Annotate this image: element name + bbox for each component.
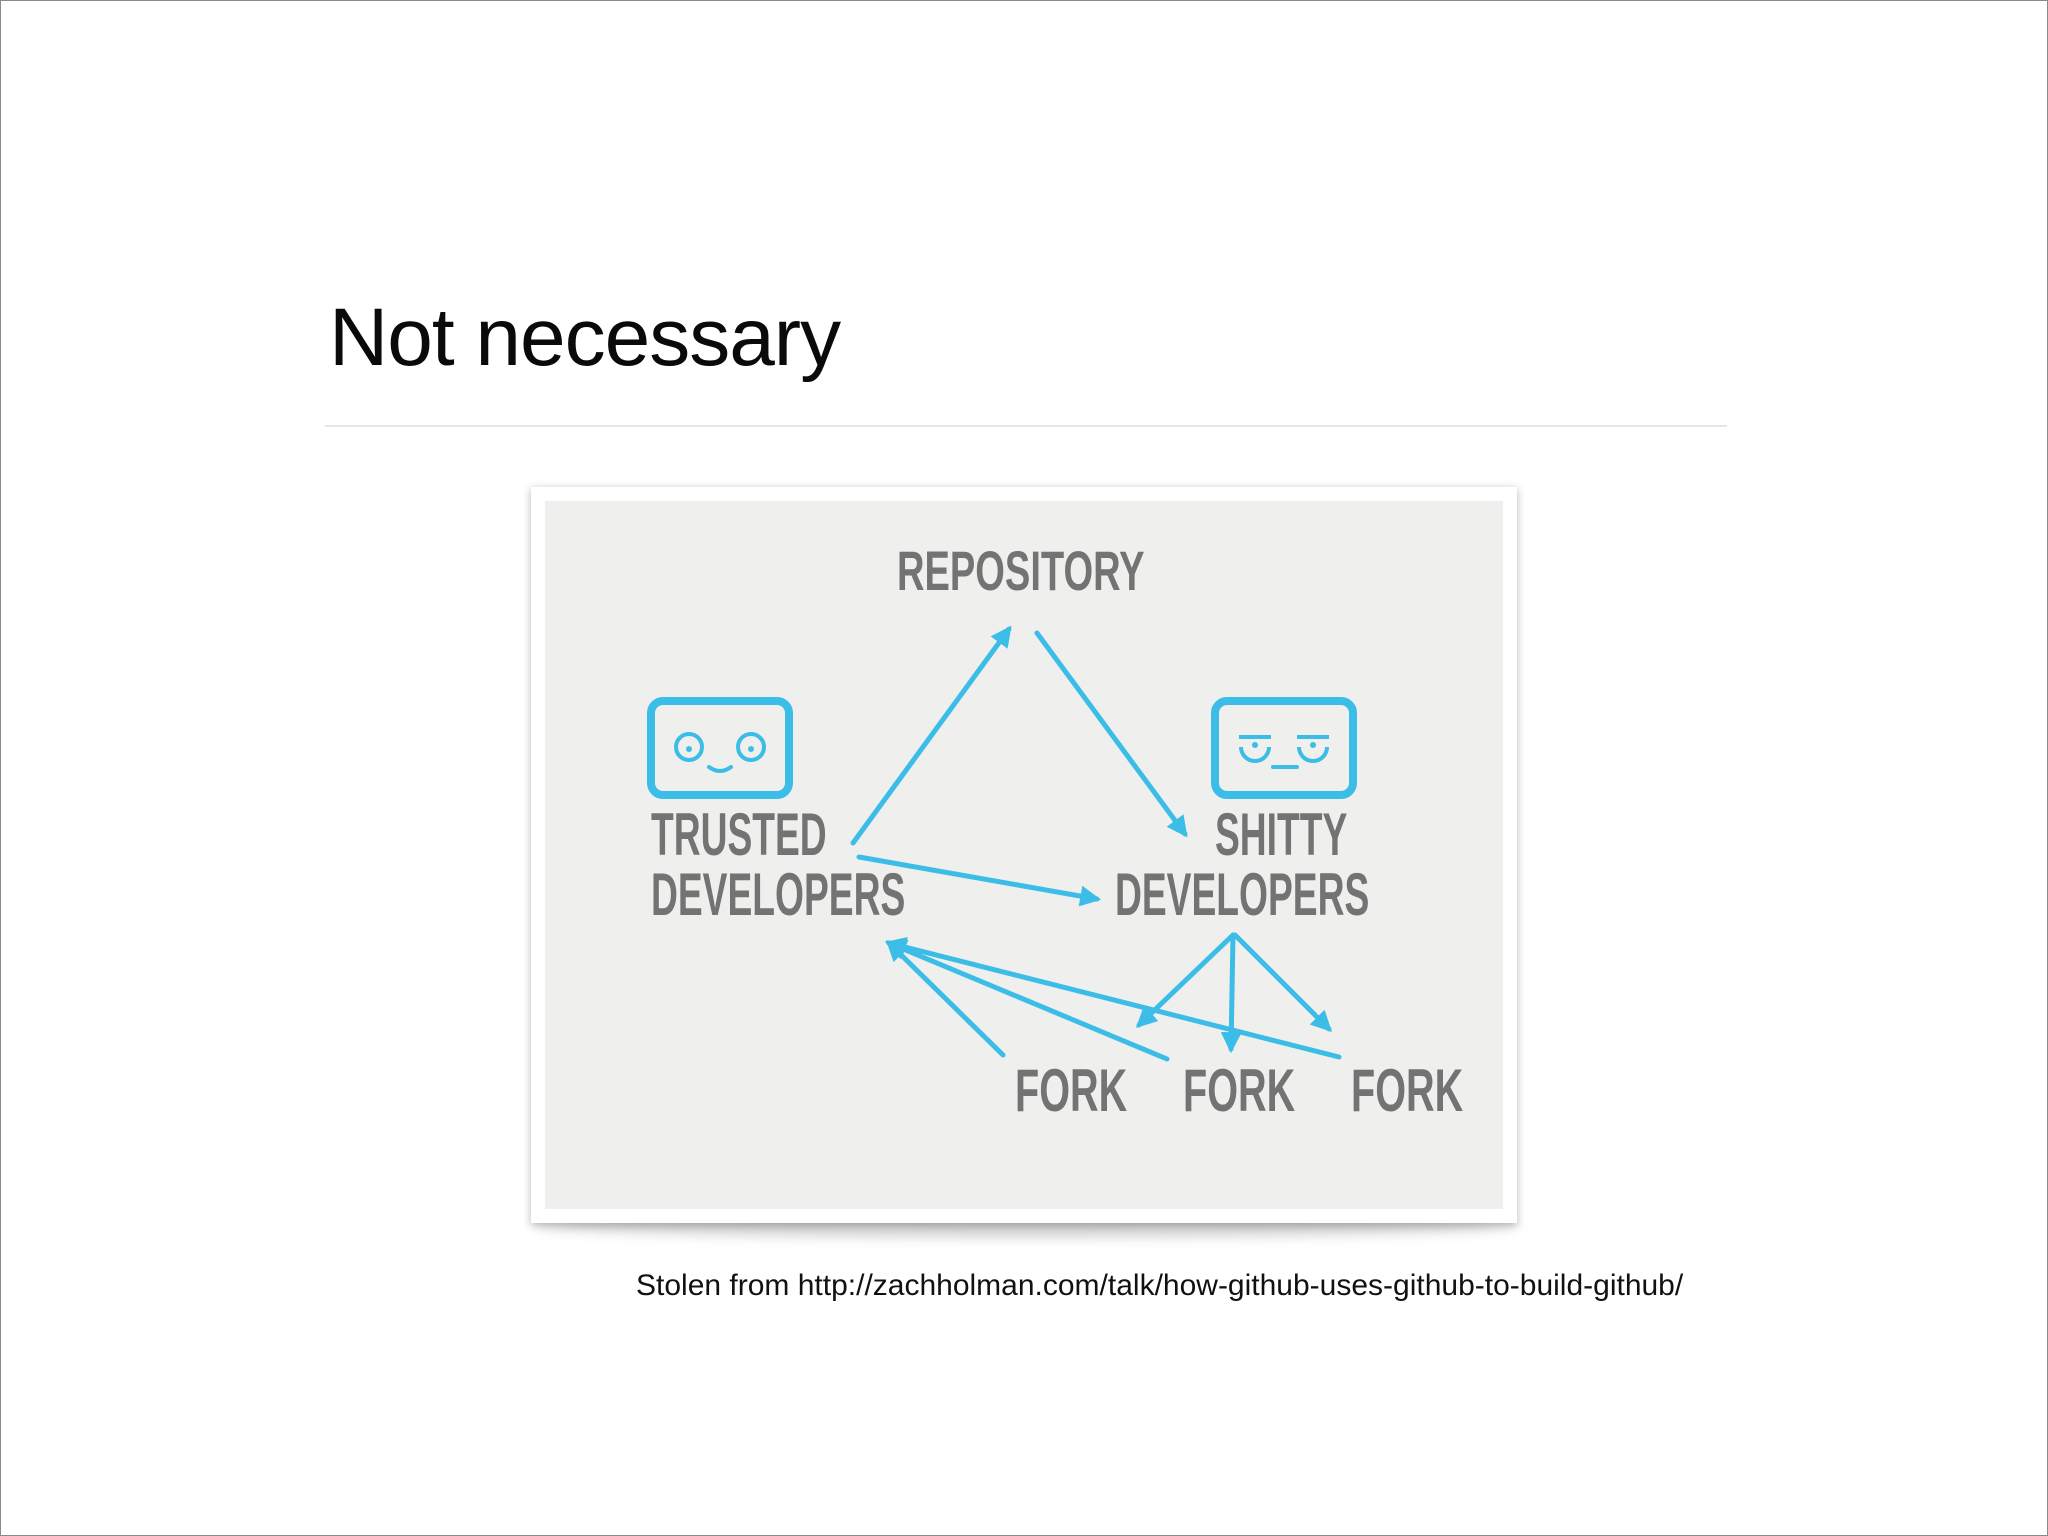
edge-shitty-to-fork-3 xyxy=(1232,932,1332,1032)
title-divider xyxy=(325,425,1727,427)
node-shitty-label-line2: DEVELOPERS xyxy=(1115,861,1370,928)
node-trusted-label-line1: TRUSTED xyxy=(651,801,827,868)
diagram-image: REPOSITORY TRUSTED DEVELOPERS SHITTY DEV… xyxy=(545,501,1503,1209)
diagram-svg xyxy=(647,625,1357,1062)
node-shitty-label-line1: SHITTY xyxy=(1215,801,1348,868)
node-fork-1-label: FORK xyxy=(1015,1057,1128,1124)
edge-fork-3-to-trusted xyxy=(884,936,1342,1060)
edge-fork-2-to-trusted xyxy=(885,939,1170,1062)
node-fork-2-label: FORK xyxy=(1183,1057,1296,1124)
image-credit-caption: Stolen from http://zachholman.com/talk/h… xyxy=(636,1269,1684,1302)
node-repository-label: REPOSITORY xyxy=(897,539,1145,602)
happy-face-icon xyxy=(647,697,793,799)
edge-fork-1-to-trusted xyxy=(886,940,1006,1058)
diagram-photo-frame: REPOSITORY TRUSTED DEVELOPERS SHITTY DEV… xyxy=(531,487,1517,1223)
edge-trusted-to-shitty xyxy=(856,854,1102,907)
edge-trusted-to-repository xyxy=(850,625,1012,846)
edge-repository-to-shitty xyxy=(1034,630,1188,838)
node-fork-3-label: FORK xyxy=(1351,1057,1464,1124)
slide-title: Not necessary xyxy=(329,292,841,383)
annoyed-face-icon xyxy=(1211,697,1357,799)
node-trusted-label-line2: DEVELOPERS xyxy=(651,861,906,928)
